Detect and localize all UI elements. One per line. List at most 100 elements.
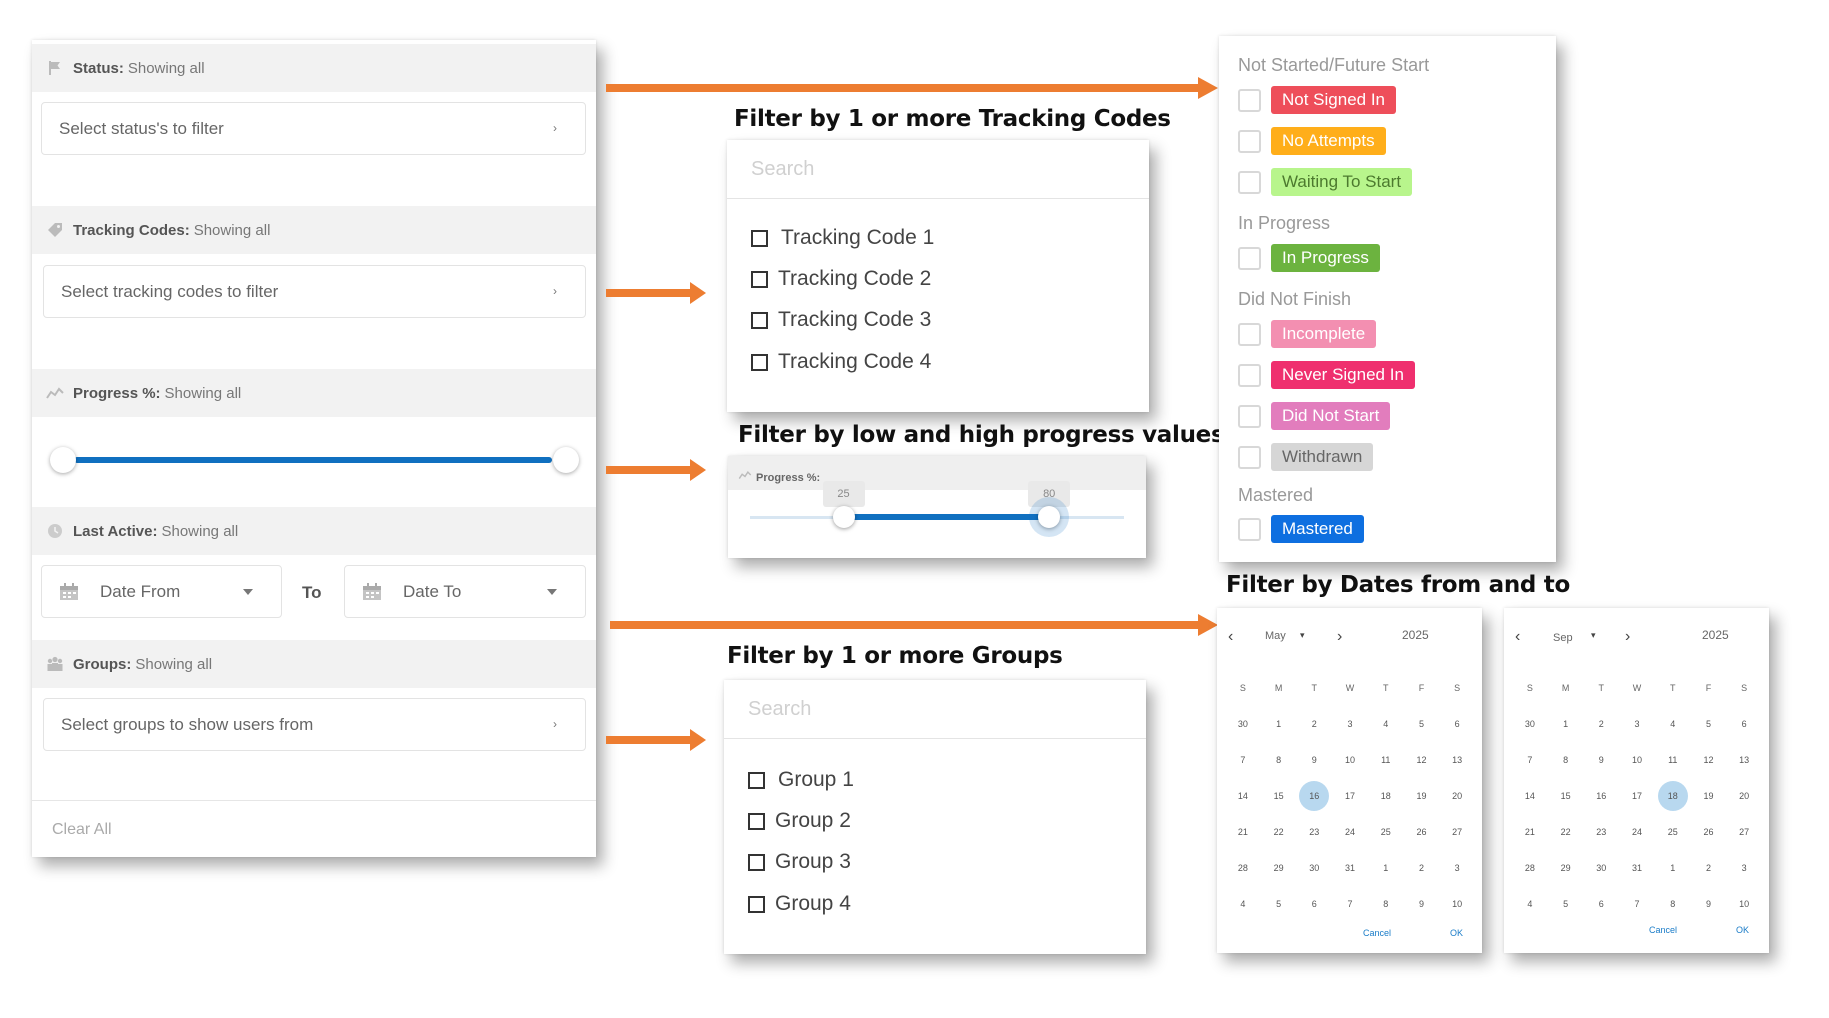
status-option-not-signed-in[interactable]: Not Signed In (1238, 86, 1397, 114)
day-cell[interactable]: 29 (1548, 850, 1584, 886)
checkbox-icon[interactable] (748, 812, 765, 830)
day-cell[interactable]: 13 (1726, 742, 1762, 778)
day-cell[interactable]: 5 (1548, 886, 1584, 922)
selected-day[interactable]: 16 (1296, 778, 1332, 814)
progress-slider-high-handle[interactable] (553, 447, 579, 473)
day-cell[interactable]: 31 (1619, 850, 1655, 886)
checkbox-icon[interactable] (1238, 445, 1261, 469)
day-cell[interactable]: 10 (1332, 742, 1368, 778)
day-cell[interactable]: 7 (1619, 886, 1655, 922)
checkbox-icon[interactable] (1238, 170, 1261, 194)
year-label[interactable]: 2025 (1402, 628, 1429, 642)
checkbox-icon[interactable] (748, 853, 765, 871)
chevron-left-icon[interactable]: ‹ (1515, 628, 1521, 645)
year-label[interactable]: 2025 (1702, 628, 1729, 642)
day-cell[interactable]: 6 (1583, 886, 1619, 922)
day-cell[interactable]: 12 (1691, 742, 1727, 778)
day-cell[interactable]: 28 (1512, 850, 1548, 886)
day-cell[interactable]: 5 (1404, 706, 1440, 742)
day-cell[interactable]: 28 (1225, 850, 1261, 886)
day-cell[interactable]: 6 (1439, 706, 1475, 742)
day-cell[interactable]: 4 (1512, 886, 1548, 922)
day-cell[interactable]: 21 (1512, 814, 1548, 850)
day-cell[interactable]: 31 (1332, 850, 1368, 886)
day-cell[interactable]: 14 (1512, 778, 1548, 814)
day-cell[interactable]: 19 (1404, 778, 1440, 814)
checkbox-icon[interactable] (1238, 322, 1261, 346)
cancel-button[interactable]: Cancel (1363, 928, 1392, 938)
day-cell[interactable]: 1 (1548, 706, 1584, 742)
day-cell[interactable]: 7 (1512, 742, 1548, 778)
day-cell[interactable]: 25 (1655, 814, 1691, 850)
chevron-right-icon[interactable]: › (1625, 628, 1631, 645)
status-option-withdrawn[interactable]: Withdrawn (1238, 443, 1374, 471)
day-cell[interactable]: 2 (1583, 706, 1619, 742)
day-cell[interactable]: 7 (1332, 886, 1368, 922)
status-option-in-progress[interactable]: In Progress (1238, 244, 1380, 272)
day-cell[interactable]: 3 (1726, 850, 1762, 886)
day-cell[interactable]: 30 (1296, 850, 1332, 886)
caret-down-icon[interactable]: ▾ (1591, 630, 1596, 640)
day-cell[interactable]: 18 (1368, 778, 1404, 814)
group-option[interactable]: Group 3 (748, 850, 851, 874)
tracking-code-option[interactable]: Tracking Code 1 (751, 226, 934, 250)
ok-button[interactable]: OK (1450, 928, 1464, 938)
day-cell[interactable]: 16 (1583, 778, 1619, 814)
day-cell[interactable]: 30 (1512, 706, 1548, 742)
status-option-incomplete[interactable]: Incomplete (1238, 320, 1377, 348)
group-option[interactable]: Group 1 (748, 768, 854, 792)
status-option-mastered[interactable]: Mastered (1238, 515, 1364, 543)
ok-button[interactable]: OK (1736, 925, 1750, 935)
progress-high-handle[interactable] (1038, 506, 1061, 528)
day-cell[interactable]: 2 (1296, 706, 1332, 742)
chevron-right-icon[interactable]: › (1337, 628, 1343, 645)
day-cell[interactable]: 14 (1225, 778, 1261, 814)
day-cell[interactable]: 12 (1404, 742, 1440, 778)
day-cell[interactable]: 17 (1619, 778, 1655, 814)
day-cell[interactable]: 4 (1225, 886, 1261, 922)
group-option[interactable]: Group 2 (748, 809, 851, 833)
day-cell[interactable]: 2 (1404, 850, 1440, 886)
status-option-waiting-to-start[interactable]: Waiting To Start (1238, 168, 1413, 196)
day-cell[interactable]: 23 (1296, 814, 1332, 850)
group-option[interactable]: Group 4 (748, 892, 851, 916)
status-option-no-attempts[interactable]: No Attempts (1238, 127, 1386, 155)
day-cell[interactable]: 6 (1296, 886, 1332, 922)
progress-low-handle[interactable] (832, 506, 855, 528)
day-cell[interactable]: 19 (1691, 778, 1727, 814)
day-cell[interactable]: 27 (1726, 814, 1762, 850)
status-option-never-signed-in[interactable]: Never Signed In (1238, 361, 1415, 389)
tracking-search-input[interactable]: Search (751, 158, 815, 180)
day-cell[interactable]: 8 (1368, 886, 1404, 922)
tracking-select[interactable]: Select tracking codes to filter › (43, 265, 586, 318)
day-cell[interactable]: 10 (1439, 886, 1475, 922)
checkbox-icon[interactable] (1238, 246, 1261, 270)
clear-all-button[interactable]: Clear All (52, 821, 112, 838)
day-cell[interactable]: 10 (1619, 742, 1655, 778)
groups-select[interactable]: Select groups to show users from › (43, 698, 586, 751)
day-cell[interactable]: 9 (1404, 886, 1440, 922)
month-select[interactable]: Sep (1553, 632, 1573, 644)
day-cell[interactable]: 30 (1583, 850, 1619, 886)
day-cell[interactable]: 6 (1726, 706, 1762, 742)
day-cell[interactable]: 4 (1655, 706, 1691, 742)
checkbox-icon[interactable] (1238, 517, 1261, 541)
tracking-code-option[interactable]: Tracking Code 2 (751, 267, 931, 291)
day-cell[interactable]: 20 (1726, 778, 1762, 814)
day-cell[interactable]: 26 (1691, 814, 1727, 850)
day-cell[interactable]: 22 (1548, 814, 1584, 850)
day-cell[interactable]: 9 (1691, 886, 1727, 922)
day-cell[interactable]: 22 (1261, 814, 1297, 850)
day-cell[interactable]: 2 (1691, 850, 1727, 886)
day-cell[interactable]: 17 (1332, 778, 1368, 814)
status-option-did-not-start[interactable]: Did Not Start (1238, 402, 1391, 430)
groups-search-input[interactable]: Search (748, 698, 812, 720)
day-cell[interactable]: 8 (1655, 886, 1691, 922)
day-cell[interactable]: 27 (1439, 814, 1475, 850)
checkbox-icon[interactable] (751, 270, 768, 288)
checkbox-icon[interactable] (751, 229, 768, 247)
day-cell[interactable]: 1 (1655, 850, 1691, 886)
day-cell[interactable]: 9 (1583, 742, 1619, 778)
day-cell[interactable]: 26 (1404, 814, 1440, 850)
day-cell[interactable]: 8 (1261, 742, 1297, 778)
